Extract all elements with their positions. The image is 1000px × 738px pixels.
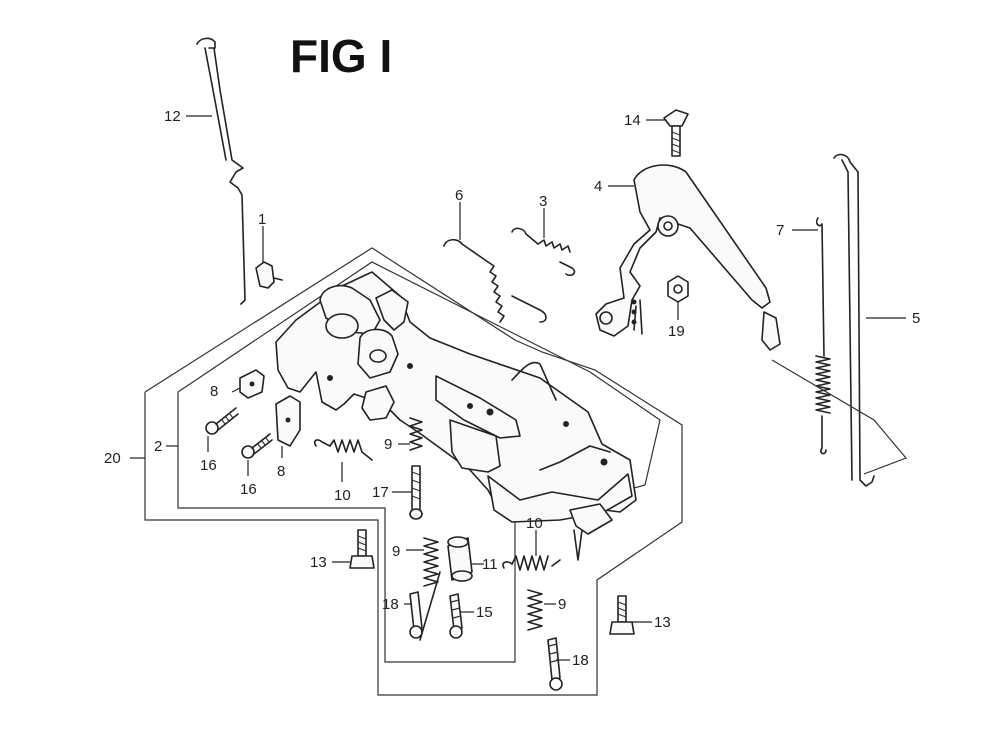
screw-part-17 bbox=[409, 465, 423, 520]
screw-part-18-right bbox=[547, 637, 563, 691]
bolt-part-13-left bbox=[349, 529, 375, 569]
callout-4: 4 bbox=[594, 178, 602, 195]
figure-title: FIG I bbox=[290, 30, 392, 82]
callout-3: 3 bbox=[539, 193, 547, 210]
callout-10-lower: 10 bbox=[526, 515, 543, 532]
spring-part-9-middle bbox=[423, 537, 439, 587]
lever-part-4 bbox=[595, 164, 781, 351]
callout-16-lower: 16 bbox=[240, 481, 257, 498]
callout-9-middle: 9 bbox=[392, 543, 400, 560]
callout-1: 1 bbox=[258, 211, 266, 228]
spring-part-10-lower bbox=[502, 555, 561, 571]
callout-13-right: 13 bbox=[654, 614, 671, 631]
bolt-part-14 bbox=[663, 109, 689, 157]
callout-7: 7 bbox=[776, 222, 784, 239]
callout-18-right: 18 bbox=[572, 652, 589, 669]
rod-part-12 bbox=[196, 37, 246, 305]
control-plate-assembly bbox=[275, 271, 637, 561]
leader-lines bbox=[130, 115, 906, 661]
callout-14: 14 bbox=[624, 112, 641, 129]
callout-9-upper: 9 bbox=[384, 436, 392, 453]
screw-part-16-upper bbox=[205, 407, 239, 435]
clip-part-8-lower bbox=[275, 395, 301, 447]
pointer-line-15 bbox=[419, 571, 441, 641]
callout-12: 12 bbox=[164, 108, 181, 125]
spring-part-3 bbox=[511, 227, 576, 277]
clip-part-8-upper bbox=[239, 369, 265, 399]
callout-labels: 12 1 6 3 4 14 7 5 19 20 2 8 8 16 16 10 9… bbox=[104, 108, 920, 669]
callout-10-upper: 10 bbox=[334, 487, 351, 504]
callout-13-left: 13 bbox=[310, 554, 327, 571]
rod-group-outline bbox=[771, 359, 908, 475]
callout-19: 19 bbox=[668, 323, 685, 340]
spring-part-6 bbox=[443, 238, 547, 323]
spring-part-9-upper bbox=[409, 417, 423, 451]
callout-8-lower: 8 bbox=[277, 463, 285, 480]
callout-15: 15 bbox=[476, 604, 493, 621]
screw-part-16-lower bbox=[241, 433, 273, 459]
callout-6: 6 bbox=[455, 187, 463, 204]
spring-part-9-lower bbox=[527, 589, 543, 631]
callout-5: 5 bbox=[912, 310, 920, 327]
spring-part-10-upper bbox=[313, 439, 373, 461]
bolt-part-13-right bbox=[609, 595, 635, 635]
screw-part-18-left bbox=[409, 591, 423, 639]
sleeve-part-11 bbox=[447, 536, 473, 582]
callout-9-lower: 9 bbox=[558, 596, 566, 613]
callout-2: 2 bbox=[154, 438, 162, 455]
callout-8-upper: 8 bbox=[210, 383, 218, 400]
rod-part-5 bbox=[833, 153, 875, 487]
nut-part-19 bbox=[667, 275, 689, 303]
callout-11: 11 bbox=[482, 556, 498, 573]
callout-17: 17 bbox=[372, 484, 389, 501]
clip-part-1 bbox=[255, 261, 283, 289]
callout-16-upper: 16 bbox=[200, 457, 217, 474]
callout-20: 20 bbox=[104, 450, 121, 467]
assembly-outline-20 bbox=[144, 247, 683, 696]
screw-part-15 bbox=[449, 593, 463, 639]
callout-18-left: 18 bbox=[382, 596, 399, 613]
rod-spring-part-7 bbox=[815, 217, 831, 455]
